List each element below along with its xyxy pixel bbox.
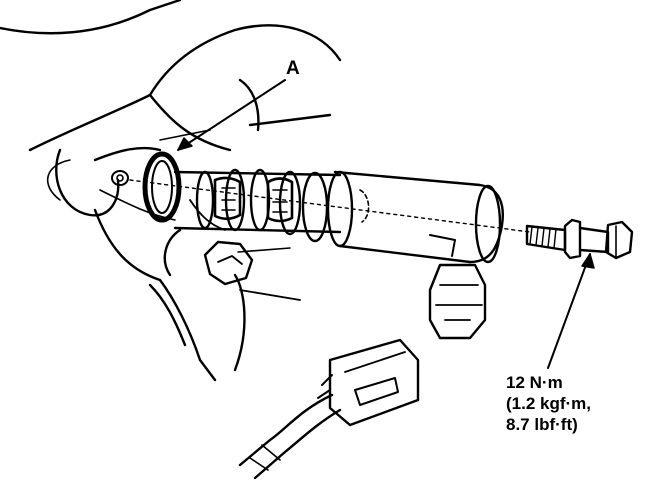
torque-spec: 12 N·m (1.2 kgf·m, 8.7 lbf·ft) bbox=[506, 372, 591, 435]
torque-line-lbfft: 8.7 lbf·ft) bbox=[506, 415, 578, 434]
o-ring bbox=[142, 151, 182, 223]
hex-bolt-head bbox=[203, 240, 301, 301]
callout-a-leader bbox=[177, 79, 286, 151]
harness-connector bbox=[317, 338, 420, 427]
torque-line-nm: 12 N·m bbox=[506, 373, 563, 392]
solenoid-connector bbox=[428, 263, 487, 340]
wire-harness bbox=[238, 393, 342, 480]
torque-leader bbox=[547, 253, 595, 369]
mounting-bolt bbox=[525, 218, 634, 260]
oil-control-solenoid bbox=[129, 168, 531, 264]
torque-line-kgfm: (1.2 kgf·m, bbox=[506, 394, 592, 413]
engine-housing bbox=[0, 0, 342, 382]
part-a-label: A bbox=[286, 58, 300, 79]
